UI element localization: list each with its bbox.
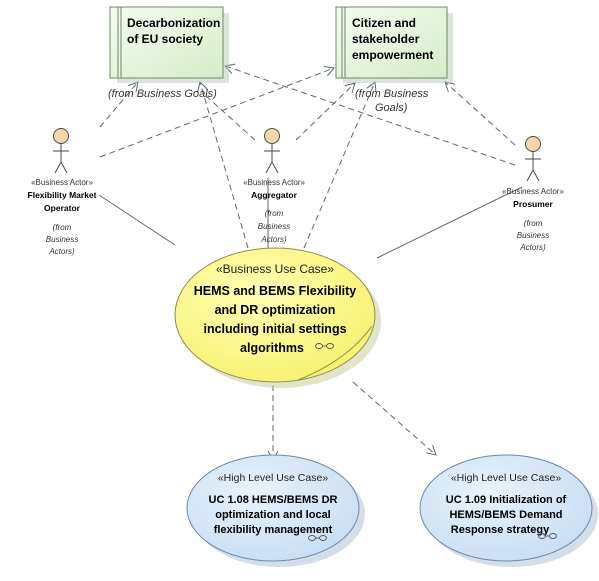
association-fmo [98, 194, 176, 246]
include-uc109 [352, 381, 437, 456]
actor-flexibility-market-operator[interactable]: «Business Actor» Flexibility Market Oper… [28, 128, 97, 257]
goal-title-line1: Decarbonization [127, 16, 220, 30]
actor-aggregator[interactable]: «Business Actor» Aggregator (from Busine… [243, 128, 305, 245]
goal-box [109, 6, 224, 79]
actor-stereotype: «Business Actor» [31, 178, 93, 187]
composite-link-icon [538, 533, 557, 539]
goal-title-line3: empowerment [352, 48, 433, 62]
actor-stereotype: «Business Actor» [502, 187, 564, 196]
use-case-title-line2: optimization and local [215, 509, 331, 521]
actor-from-line2: Business [258, 222, 290, 231]
composite-link-icon [315, 343, 334, 349]
dependency-uc-to-citizen [303, 81, 377, 249]
use-case-title-line3: flexibility management [214, 524, 333, 536]
dependency-uc-to-decarbonization-a [197, 81, 249, 249]
actor-name-line1: Aggregator [251, 190, 298, 200]
high-level-use-case-109[interactable]: «High Level Use Case» UC 1.09 Initializa… [419, 454, 598, 567]
use-case-title-line1: UC 1.08 HEMS/BEMS DR [209, 494, 338, 506]
goal-title-line2: of EU society [127, 32, 203, 46]
actor-name-line1: Prosumer [513, 199, 553, 209]
goal-title-line2: stakeholder [352, 32, 420, 46]
composite-link-icon [308, 535, 327, 541]
stick-figure-icon [264, 128, 280, 174]
use-case-title-line1: UC 1.09 Initialization of [446, 494, 567, 506]
actor-prosumer[interactable]: «Business Actor» Prosumer (from Business… [502, 136, 564, 253]
goal-from-label-line2: Goals) [375, 102, 408, 114]
dependency-aggregator-to-citizen [295, 82, 356, 141]
association-prosumer [376, 186, 523, 259]
actor-from-line1: (from [265, 209, 284, 218]
actor-stereotype: «Business Actor» [243, 178, 305, 187]
goal-citizen-empowerment[interactable]: Citizen and stakeholder empowerment [335, 6, 453, 83]
use-case-stereotype: «Business Use Case» [216, 262, 334, 276]
actor-from-line3: Actors) [519, 243, 546, 252]
use-case-title-line2: HEMS/BEMS Demand [449, 509, 562, 521]
use-case-title-line1: HEMS and BEMS Flexibility [194, 284, 357, 298]
actor-name-line1: Flexibility Market [28, 190, 97, 200]
actor-name-line2: Operator [44, 203, 81, 213]
use-case-stereotype: «High Level Use Case» [218, 472, 328, 484]
actor-from-line2: Business [46, 235, 78, 244]
stick-figure-icon [53, 128, 69, 174]
dependency-prosumer-to-citizen [444, 81, 516, 146]
business-use-case-main[interactable]: «Business Use Case» HEMS and BEMS Flexib… [174, 247, 381, 388]
actor-from-line3: Actors) [260, 235, 287, 244]
goal-from-label: (from Business Goals) [108, 88, 217, 100]
use-case-stereotype: «High Level Use Case» [451, 472, 561, 484]
use-case-title-line3: including initial settings [203, 322, 346, 336]
page-fold [297, 325, 373, 381]
use-case-ellipse [186, 454, 360, 562]
use-case-title-line4: algorithms [240, 341, 304, 355]
dependency-aggregator-to-decarbonization [204, 94, 256, 141]
use-case-ellipse [419, 454, 593, 562]
high-level-use-case-108[interactable]: «High Level Use Case» UC 1.08 HEMS/BEMS … [186, 454, 365, 567]
actor-from-line3: Actors) [48, 247, 75, 256]
actor-from-line1: (from [524, 219, 543, 228]
use-case-title-line2: and DR optimization [215, 303, 336, 317]
connectors [98, 63, 523, 462]
goal-box [335, 6, 448, 79]
stick-figure-icon [525, 136, 541, 182]
use-case-ellipse [174, 247, 376, 383]
dependency-fmo-to-citizen [99, 66, 335, 158]
goal-from-label-line1: (from Business [355, 88, 429, 100]
use-case-title-line3: Response strategy [451, 524, 550, 536]
dependency-prosumer-to-decarbonization [224, 63, 516, 166]
goal-decarbonization[interactable]: Decarbonization of EU society [109, 6, 229, 83]
actor-from-line2: Business [517, 231, 549, 240]
goal-title-line1: Citizen and [352, 16, 416, 30]
actor-from-line1: (from [53, 223, 72, 232]
